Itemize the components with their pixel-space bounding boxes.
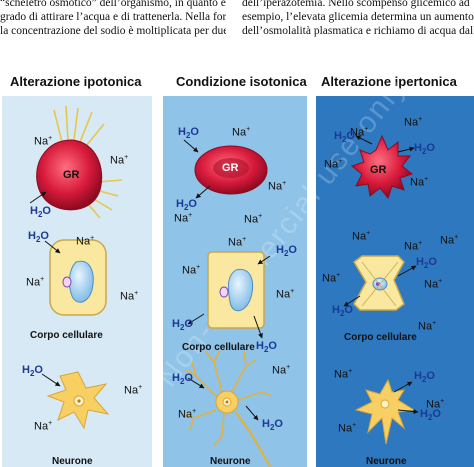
intro-line: “scheletro osmotico” dell’organismo, in … [0, 0, 226, 9]
heading-hypotonic: Alterazione ipotonica [10, 74, 142, 89]
na-label: Na+ [404, 116, 423, 129]
caption-neuron-hypertonic: Neurone [366, 456, 407, 467]
na-label: Na+ [76, 235, 95, 248]
intro-line: dell’osmolalità plasmatica e richiamo di… [242, 25, 474, 37]
h2o-label: H2O [172, 318, 193, 333]
na-label: Na+ [34, 135, 53, 148]
na-label: Na+ [232, 126, 251, 139]
na-label: Na+ [272, 364, 291, 377]
na-label: Na+ [34, 420, 53, 433]
cell-body-shrunken [353, 255, 405, 311]
na-label: Na+ [352, 230, 371, 243]
na-label: Na+ [276, 288, 295, 301]
h2o-label: H2O [414, 142, 435, 157]
caption-neuron-isotonic: Neurone [210, 456, 251, 467]
na-label: Na+ [418, 320, 437, 333]
na-label: Na+ [110, 154, 129, 167]
na-label: Na+ [244, 213, 263, 226]
heading-hypertonic: Alterazione ipertonica [321, 74, 457, 89]
na-label: Na+ [334, 368, 353, 381]
neuron-isotonic [183, 349, 273, 467]
caption-cell-body-hypertonic: Corpo cellulare [344, 332, 417, 343]
h2o-label: H2O [414, 370, 435, 385]
na-label: Na+ [178, 408, 197, 421]
h2o-label: H2O [28, 230, 49, 245]
h2o-label: H2O [256, 340, 277, 355]
na-label: Na+ [322, 272, 341, 285]
h2o-label: H2O [22, 364, 43, 379]
h2o-label: H2O [178, 126, 199, 141]
caption-cell-body-hypotonic: Corpo cellulare [30, 330, 103, 341]
gr-label: GR [63, 169, 80, 181]
na-label: Na+ [404, 240, 423, 253]
gr-label: GR [370, 164, 387, 176]
na-label: Na+ [124, 384, 143, 397]
intro-line: la concentrazione del sodio è moltiplica… [0, 25, 226, 37]
h2o-label: H2O [30, 205, 51, 220]
intro-text-left: “scheletro osmotico” dell’organismo, in … [0, 0, 226, 38]
cell-body-isotonic [207, 251, 265, 329]
intro-line: esempio, l’elevata glicemia determina un… [242, 11, 474, 23]
h2o-label: H2O [332, 304, 353, 319]
na-label: Na+ [440, 234, 459, 247]
neuron-hypotonic [46, 371, 110, 430]
gr-label: GR [222, 162, 239, 174]
h2o-label: H2O [276, 244, 297, 259]
na-label: Na+ [324, 158, 343, 171]
na-label: Na+ [424, 278, 443, 291]
caption-cell-body-isotonic: Corpo cellulare [182, 342, 255, 353]
h2o-label: H2O [176, 198, 197, 213]
na-label: Na+ [350, 126, 369, 139]
neuron-shrunken [354, 378, 416, 445]
na-label: Na+ [120, 290, 139, 303]
red-cell-crenated [350, 134, 414, 200]
na-label: Na+ [338, 422, 357, 435]
heading-isotonic: Condizione isotonica [176, 74, 307, 89]
na-label: Na+ [410, 176, 429, 189]
na-label: Na+ [426, 398, 445, 411]
intro-line: dell’iperazotemia. Nello scompenso glice… [242, 0, 470, 9]
h2o-label: H2O [416, 256, 437, 271]
red-cell-swollen [36, 105, 123, 219]
cell-body-hypotonic [49, 239, 107, 316]
intro-text-right: dell’iperazotemia. Nello scompenso glice… [242, 0, 474, 38]
na-label: Na+ [174, 212, 193, 225]
na-label: Na+ [182, 264, 201, 277]
red-cell-normal [194, 145, 268, 195]
h2o-label: H2O [420, 408, 441, 423]
h2o-label: H2O [172, 372, 193, 387]
caption-neuron-hypotonic: Neurone [52, 456, 93, 467]
h2o-label: H2O [334, 130, 355, 145]
na-label: Na+ [26, 276, 45, 289]
h2o-label: H2O [262, 418, 283, 433]
na-label: Na+ [228, 236, 247, 249]
intro-line: grado di attirare l’acqua e di trattener… [0, 11, 226, 23]
na-label: Na+ [268, 180, 287, 193]
